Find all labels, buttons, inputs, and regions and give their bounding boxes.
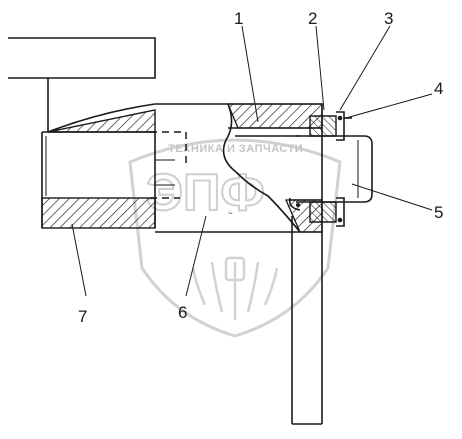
callout-7: 7 xyxy=(78,307,87,326)
part-7-bracket xyxy=(8,37,156,229)
svg-text:~: ~ xyxy=(228,209,233,218)
callout-2: 2 xyxy=(308,9,317,28)
part-5-shaft xyxy=(288,135,373,211)
seal-assembly xyxy=(309,111,352,227)
watermark: ТЕХНИКА И ЗАПЧАСТИ ЭПФ xyxy=(128,138,342,338)
callout-1: 1 xyxy=(234,9,243,28)
watermark-caption: ТЕХНИКА И ЗАПЧАСТИ xyxy=(168,143,303,155)
wheat-icon xyxy=(191,256,279,320)
lever-arm xyxy=(291,216,323,425)
watermark-letters: ЭПФ xyxy=(146,164,265,222)
callout-6: 6 xyxy=(178,303,187,322)
watermark-shield-icon xyxy=(128,138,342,338)
leader-lines xyxy=(71,25,433,297)
callout-numbers: 1 2 3 4 5 6 7 xyxy=(78,9,443,326)
callout-3: 3 xyxy=(384,9,393,28)
callout-5: 5 xyxy=(434,203,443,222)
callout-4: 4 xyxy=(434,79,443,98)
part-6-pin: ~ xyxy=(150,131,233,218)
